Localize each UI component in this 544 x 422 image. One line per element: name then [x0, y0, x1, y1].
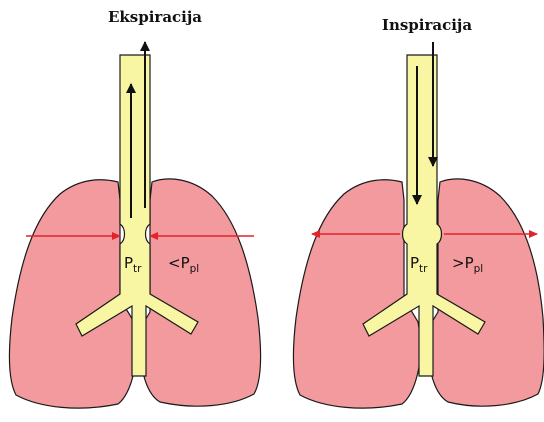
expiration-panel: Ekspiracija Ptr <Ppl	[9, 8, 260, 408]
expiration-title: Ekspiracija	[108, 8, 202, 26]
inspiration-panel: Inspiracija Ptr >Ppl	[293, 16, 544, 408]
ppl-subscript: pl	[190, 263, 200, 275]
right-lung-right-lobe	[428, 179, 544, 406]
relation-less-than: <	[168, 254, 181, 272]
left-lung-left-lobe	[9, 180, 138, 408]
left-lung-right-lobe	[140, 179, 261, 406]
ppl-subscript: pl	[474, 263, 484, 275]
ptr-subscript: tr	[419, 263, 428, 275]
relation-greater-than: >	[452, 254, 465, 272]
ppl-symbol: P	[181, 254, 190, 272]
inspiration-title: Inspiracija	[382, 16, 472, 34]
ptr-symbol: P	[410, 254, 419, 272]
right-lung-left-lobe	[293, 180, 422, 408]
ptr-symbol: P	[124, 254, 133, 272]
ppl-symbol: P	[465, 254, 474, 272]
ptr-subscript: tr	[133, 263, 142, 275]
